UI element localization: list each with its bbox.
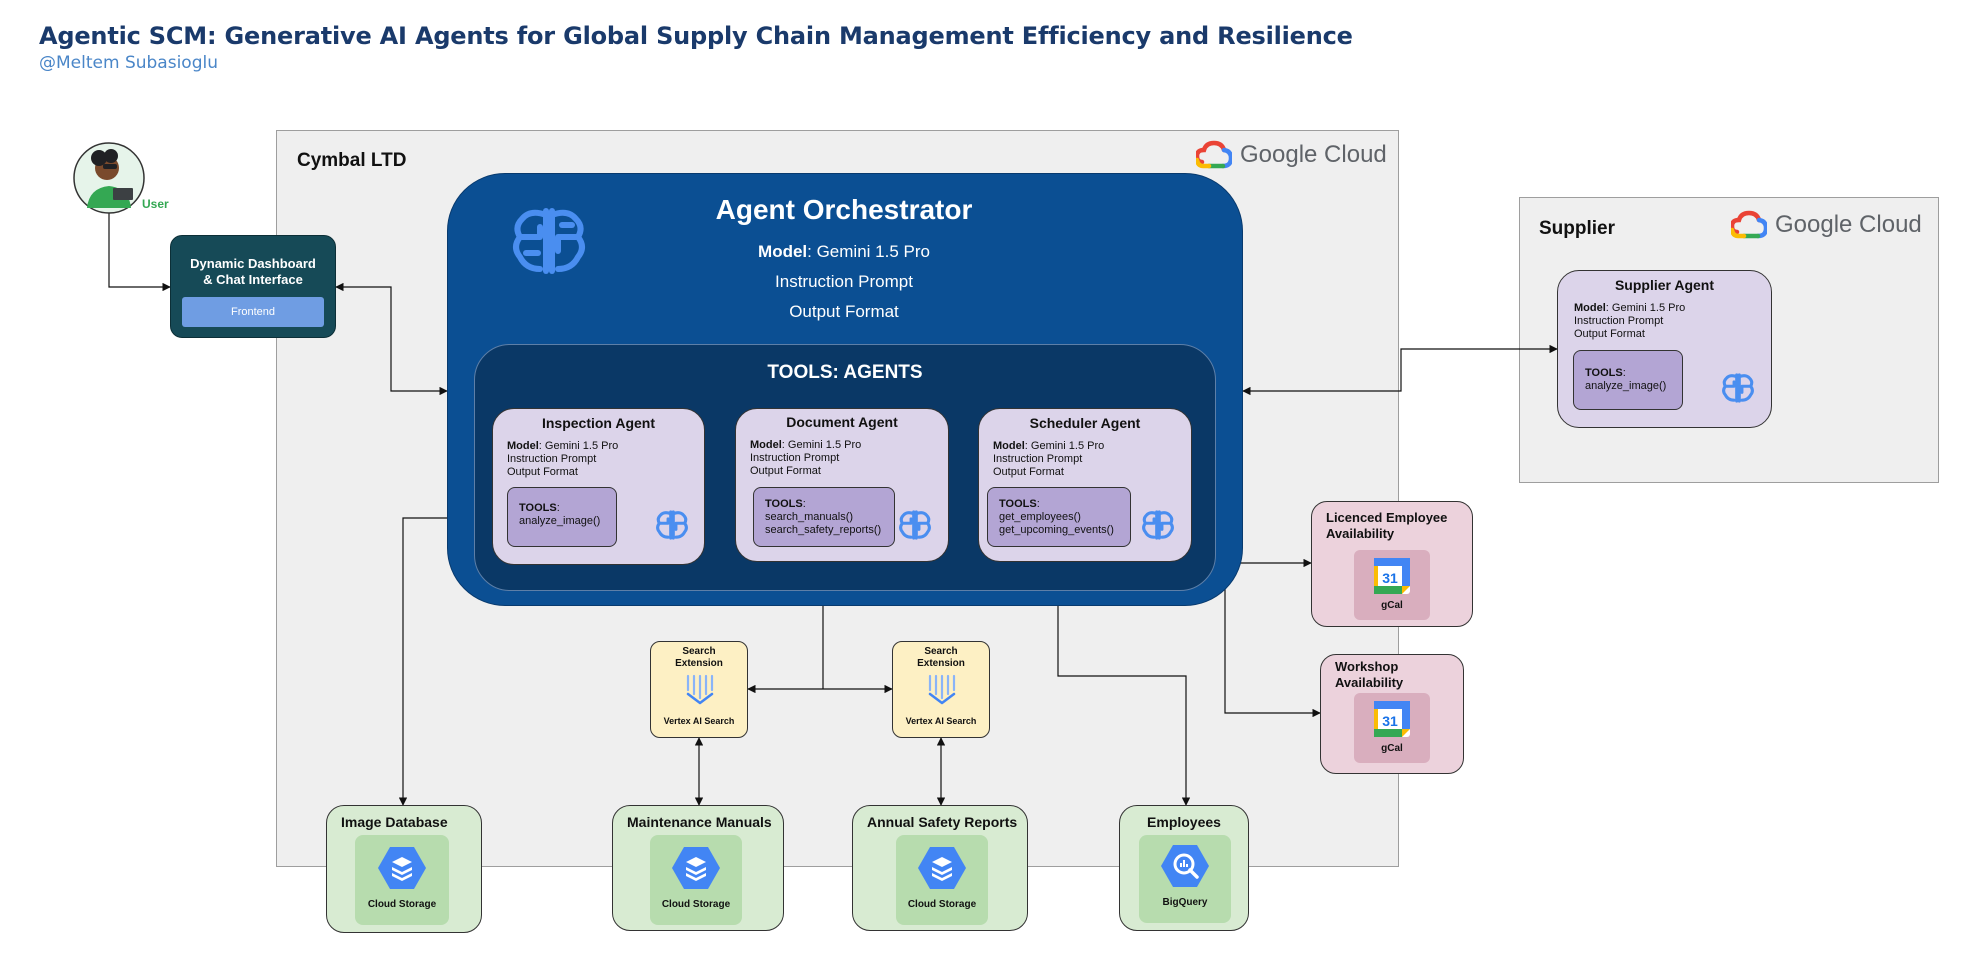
annual-safety-reports-title: Annual Safety Reports [867,814,1018,830]
document-agent-tools: TOOLS: search_manuals() search_safety_re… [753,487,895,547]
user-icon [73,142,145,214]
workshop-gcal: 31 gCal [1354,693,1430,763]
employees-title: Employees [1147,814,1221,830]
google-cloud-icon [1196,140,1232,169]
supplier-agent-tools: TOOLS: analyze_image() [1573,350,1683,410]
tool-get-upcoming-events: get_upcoming_events() [999,524,1114,536]
orchestrator-output-line: Output Format [789,302,899,321]
page-subtitle: @Meltem Subasioglu [39,53,218,73]
inspection-agent-tools: TOOLS: analyze_image() [507,487,617,547]
search-extension-2: Search Extension Vertex AI Search [892,641,990,738]
maintenance-manuals-service: Cloud Storage [650,835,742,925]
gemini-brain-icon [513,208,585,274]
cloud-storage-icon [378,847,426,889]
employees-service: BigQuery [1139,835,1231,923]
gemini-brain-icon [1142,510,1174,540]
tool-analyze-image: analyze_image() [519,515,601,527]
connector-orchestrator-supplier [1242,344,1558,396]
frontend-title-line1: Dynamic Dashboard [190,256,316,271]
google-cloud-icon [1731,210,1767,239]
cymbal-google-cloud-logo: Google Cloud [1196,140,1387,170]
gcal-day-number: 31 [1382,713,1398,729]
supplier-agent-instruction: Instruction Prompt [1574,315,1664,327]
scheduler-agent-model: Model: Gemini 1.5 Pro [993,440,1105,452]
workshop-title-line2: Availability [1335,675,1404,690]
scheduler-agent-output: Output Format [993,466,1064,478]
licenced-employee-title-line2: Availability [1326,526,1395,541]
gemini-brain-icon [656,510,688,540]
search-extension-1: Search Extension Vertex AI Search [650,641,748,738]
tool-supplier-analyze-image: analyze_image() [1585,380,1667,392]
orchestrator-instruction-line: Instruction Prompt [775,272,913,291]
user-label: User [142,197,169,211]
document-agent-model: Model: Gemini 1.5 Pro [750,439,862,451]
cloud-storage-icon [672,847,720,889]
inspection-agent-model: Model: Gemini 1.5 Pro [507,440,619,452]
cymbal-region-label: Cymbal LTD [297,150,407,171]
search-extension-1-service: Vertex AI Search [663,716,735,726]
connector-frontend-orchestrator [335,282,448,396]
supplier-google-cloud-logo: Google Cloud [1731,210,1922,240]
image-database-title: Image Database [341,814,448,830]
document-agent-card: Document Agent Model: Gemini 1.5 Pro Ins… [735,408,949,562]
search-extension-2-service: Vertex AI Search [905,716,977,726]
inspection-agent-output: Output Format [507,466,578,478]
page-title: Agentic SCM: Generative AI Agents for Gl… [39,22,1353,50]
google-calendar-icon: 31 [1374,558,1410,594]
employees-card: Employees BigQuery [1119,805,1249,931]
inspection-agent-title: Inspection Agent [541,415,656,431]
orchestrator-model-line: Model: Gemini 1.5 Pro [600,242,1088,262]
licenced-employee-availability-card: Licenced Employee Availability 31 gCal [1311,501,1473,627]
licenced-employee-gcal: 31 gCal [1354,550,1430,620]
gcal-day-number: 31 [1382,570,1398,586]
vertex-ai-search-icon [928,674,956,705]
cymbal-google-cloud-label: Google Cloud [1240,141,1387,168]
image-database-service: Cloud Storage [355,835,449,925]
supplier-google-cloud-label: Google Cloud [1775,211,1922,238]
connector-user-frontend [108,212,171,292]
document-agent-title: Document Agent [786,414,898,430]
supplier-agent-card: Supplier Agent Model: Gemini 1.5 Pro Ins… [1557,270,1772,428]
supplier-agent-model: Model: Gemini 1.5 Pro [1574,302,1686,314]
connector-scheduler-employees [1053,549,1191,806]
orchestrator-title: Agent Orchestrator [715,194,973,225]
maintenance-manuals-card: Maintenance Manuals Cloud Storage [612,805,784,931]
frontend-title-line2: & Chat Interface [203,272,303,287]
workshop-availability-card: Workshop Availability 31 gCal [1320,654,1464,774]
workshop-title-line1: Workshop [1335,659,1399,674]
annual-safety-reports-card: Annual Safety Reports Cloud Storage [852,805,1028,931]
supplier-agent-title: Supplier Agent [1614,277,1715,293]
user-avatar [73,142,145,214]
tool-search-safety-reports: search_safety_reports() [765,524,882,536]
gemini-brain-icon [1722,373,1754,403]
supplier-agent-output: Output Format [1574,328,1645,340]
gemini-brain-icon [899,510,931,540]
annual-safety-reports-service: Cloud Storage [896,835,988,925]
scheduler-agent-tools: TOOLS: get_employees() get_upcoming_even… [987,487,1131,547]
inspection-agent-instruction: Instruction Prompt [507,453,597,465]
maintenance-manuals-title: Maintenance Manuals [627,814,772,830]
inspection-agent-card: Inspection Agent Model: Gemini 1.5 Pro I… [492,408,705,565]
document-agent-output: Output Format [750,465,821,477]
cloud-storage-icon [918,847,966,889]
tools-agents-title: TOOLS: AGENTS [767,362,923,383]
supplier-region-label: Supplier [1539,218,1616,239]
licenced-employee-title-line1: Licenced Employee [1326,510,1448,525]
google-calendar-icon: 31 [1374,701,1410,737]
vertex-ai-search-icon [686,674,714,705]
bigquery-icon [1161,845,1209,887]
scheduler-agent-title: Scheduler Agent [1029,415,1141,431]
frontend-card: Dynamic Dashboard & Chat Interface Front… [170,235,336,338]
scheduler-agent-instruction: Instruction Prompt [993,453,1083,465]
frontend-button[interactable]: Frontend [182,297,324,327]
tool-get-employees: get_employees() [999,511,1081,523]
orchestrator-model-value: : Gemini 1.5 Pro [807,242,930,261]
orchestrator-model-key: Model [758,242,808,261]
scheduler-agent-card: Scheduler Agent Model: Gemini 1.5 Pro In… [978,408,1192,562]
image-database-card: Image Database Cloud Storage [326,805,482,933]
tool-search-manuals: search_manuals() [765,511,854,523]
document-agent-instruction: Instruction Prompt [750,452,840,464]
